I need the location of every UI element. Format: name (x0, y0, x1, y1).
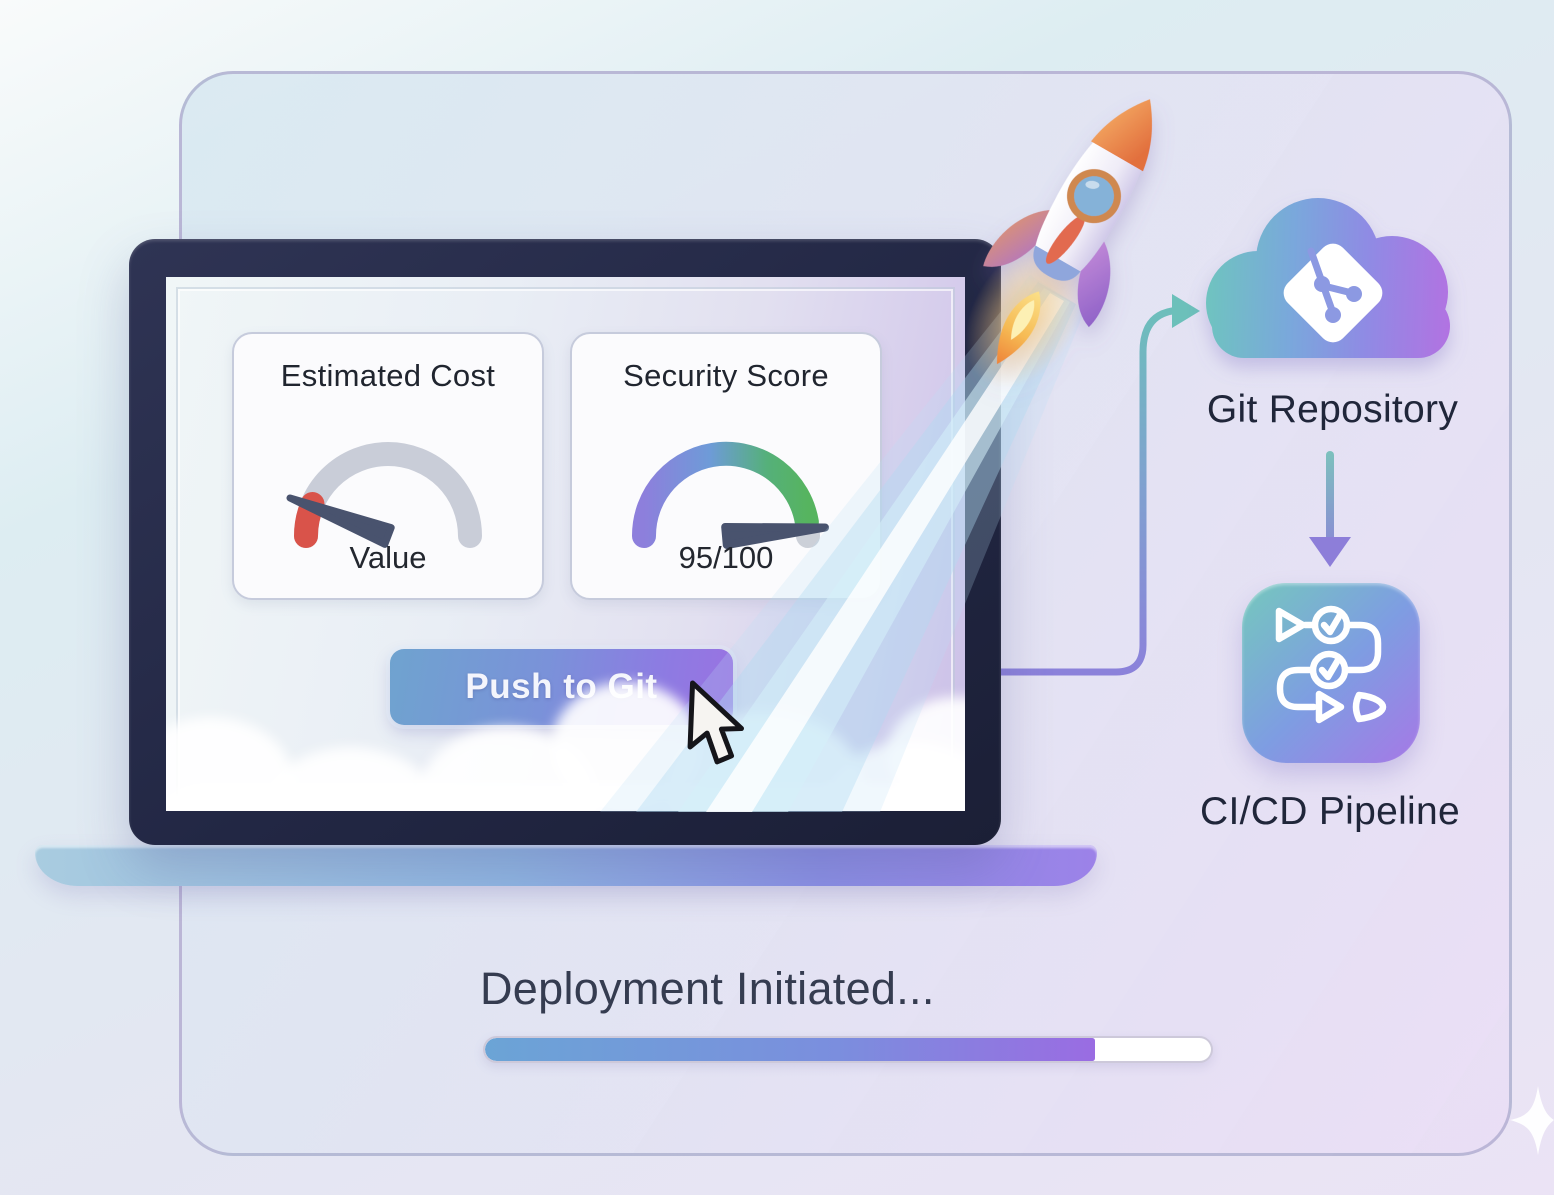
security-score-title: Security Score (623, 358, 829, 393)
security-score-card: Security Score 95/100 (570, 332, 882, 600)
security-gauge-icon (631, 441, 829, 549)
security-score-value: 95/100 (678, 540, 774, 575)
laptop-base (35, 845, 1097, 886)
cost-gauge-icon (286, 442, 482, 548)
mouse-cursor-icon (687, 680, 744, 765)
deployment-progress-bar (483, 1036, 1213, 1063)
rocket-icon (965, 99, 1153, 389)
estimated-cost-title: Estimated Cost (280, 358, 496, 393)
cicd-pipeline-tile (1242, 583, 1420, 763)
sparkle-icon (1510, 1086, 1554, 1155)
status-message: Deployment Initiated... (480, 963, 935, 1014)
cicd-pipeline-label: CI/CD Pipeline (1200, 790, 1460, 833)
git-repository-label: Git Repository (1206, 388, 1459, 431)
estimated-cost-card: Estimated Cost Value (232, 332, 544, 600)
deployment-progress-fill (485, 1038, 1095, 1061)
estimated-cost-value: Value (349, 540, 427, 575)
laptop-screen: Estimated Cost Value Security Score 95/1… (166, 277, 965, 811)
pipeline-icon (1275, 605, 1387, 724)
